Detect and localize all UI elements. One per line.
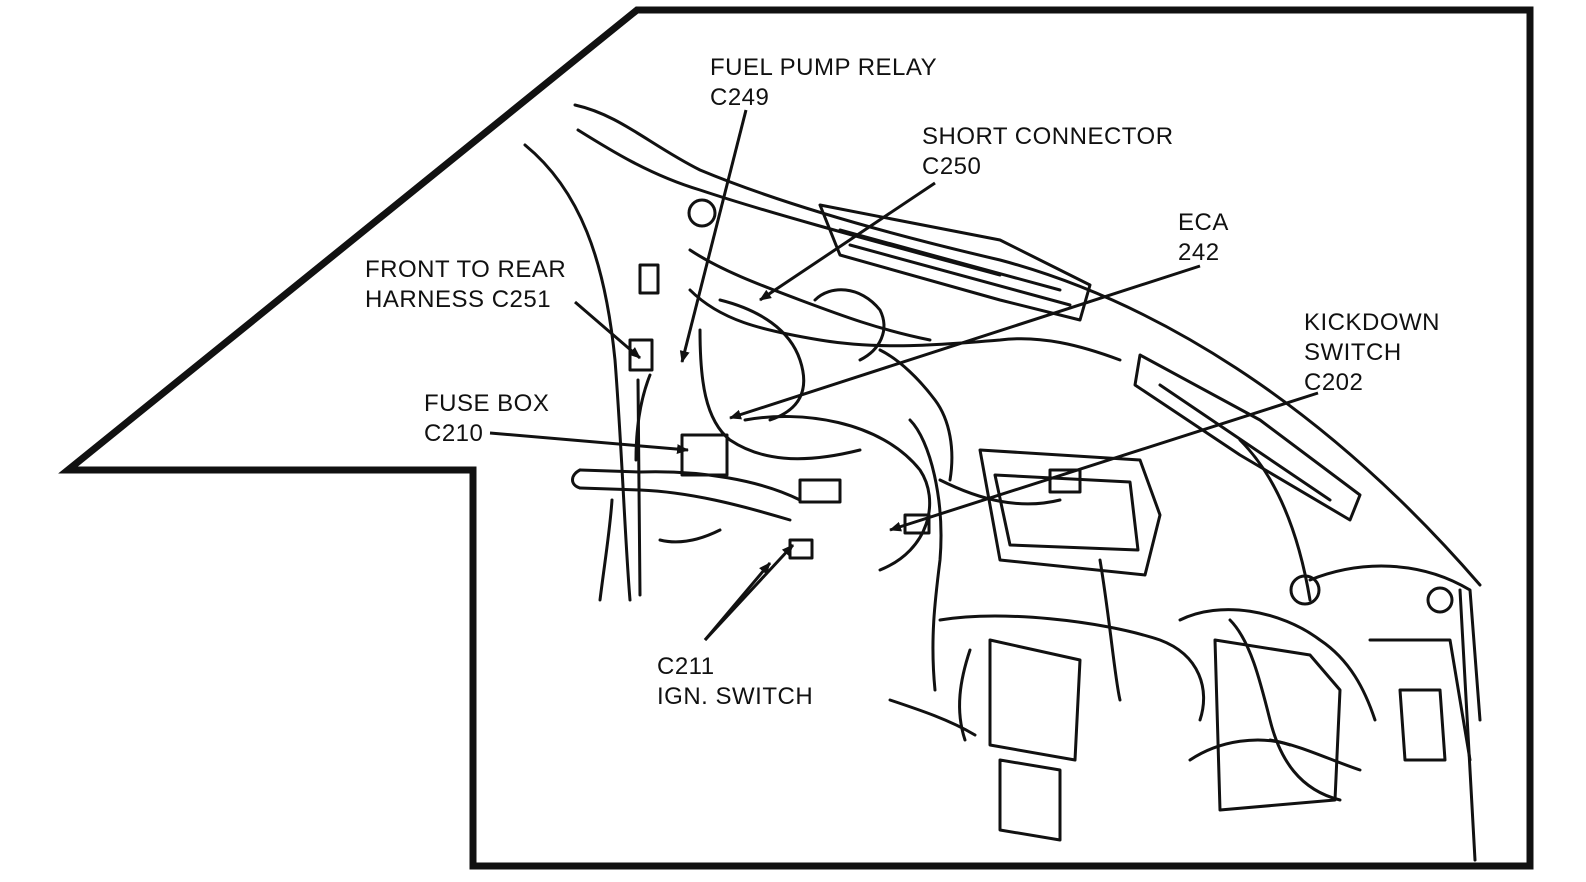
callout-front-to-rear-name: FRONT TO REAR [365,256,567,283]
leader-short-connector [759,181,936,302]
callout-eca: ECA 242 [1178,208,1229,268]
callout-fuel-pump-relay: FUEL PUMP RELAY C249 [710,53,937,113]
leader-eca [729,264,1201,420]
leader-fuel-pump-relay [679,109,748,363]
callout-kickdown-name-2: SWITCH [1304,339,1402,366]
callout-fuse-box-name: FUSE BOX [424,390,550,417]
callout-ign-switch: C211 IGN. SWITCH [657,652,813,712]
leader-ign-switch-b [703,562,772,641]
leader-fuse-box [489,431,689,455]
callout-ign-switch-code: C211 [657,653,715,680]
callout-eca-name: ECA [1178,209,1229,236]
callout-kickdown-switch: KICKDOWN SWITCH C202 [1304,308,1440,398]
leader-front-to-rear [574,300,641,360]
callout-fuse-box: FUSE BOX C210 [424,389,549,449]
diagram-frame [58,6,1534,870]
callout-front-to-rear-code: HARNESS C251 [365,286,552,313]
callout-front-to-rear-harness: FRONT TO REAR HARNESS C251 [365,255,566,315]
callout-kickdown-name-1: KICKDOWN [1304,309,1440,336]
leader-lines [489,109,1319,642]
callout-ign-switch-name: IGN. SWITCH [657,683,814,710]
callout-fuse-box-code: C210 [424,420,484,447]
leader-kickdown [889,391,1319,532]
callout-eca-code: 242 [1178,239,1220,266]
callout-fuel-pump-relay-name: FUEL PUMP RELAY [710,54,938,81]
dashboard-illustration [523,103,1482,862]
callout-short-connector-name: SHORT CONNECTOR [922,123,1174,150]
callout-short-connector: SHORT CONNECTOR C250 [922,122,1174,182]
callout-fuel-pump-relay-code: C249 [710,84,770,111]
callout-kickdown-code: C202 [1304,369,1364,396]
callout-short-connector-code: C250 [922,153,982,180]
